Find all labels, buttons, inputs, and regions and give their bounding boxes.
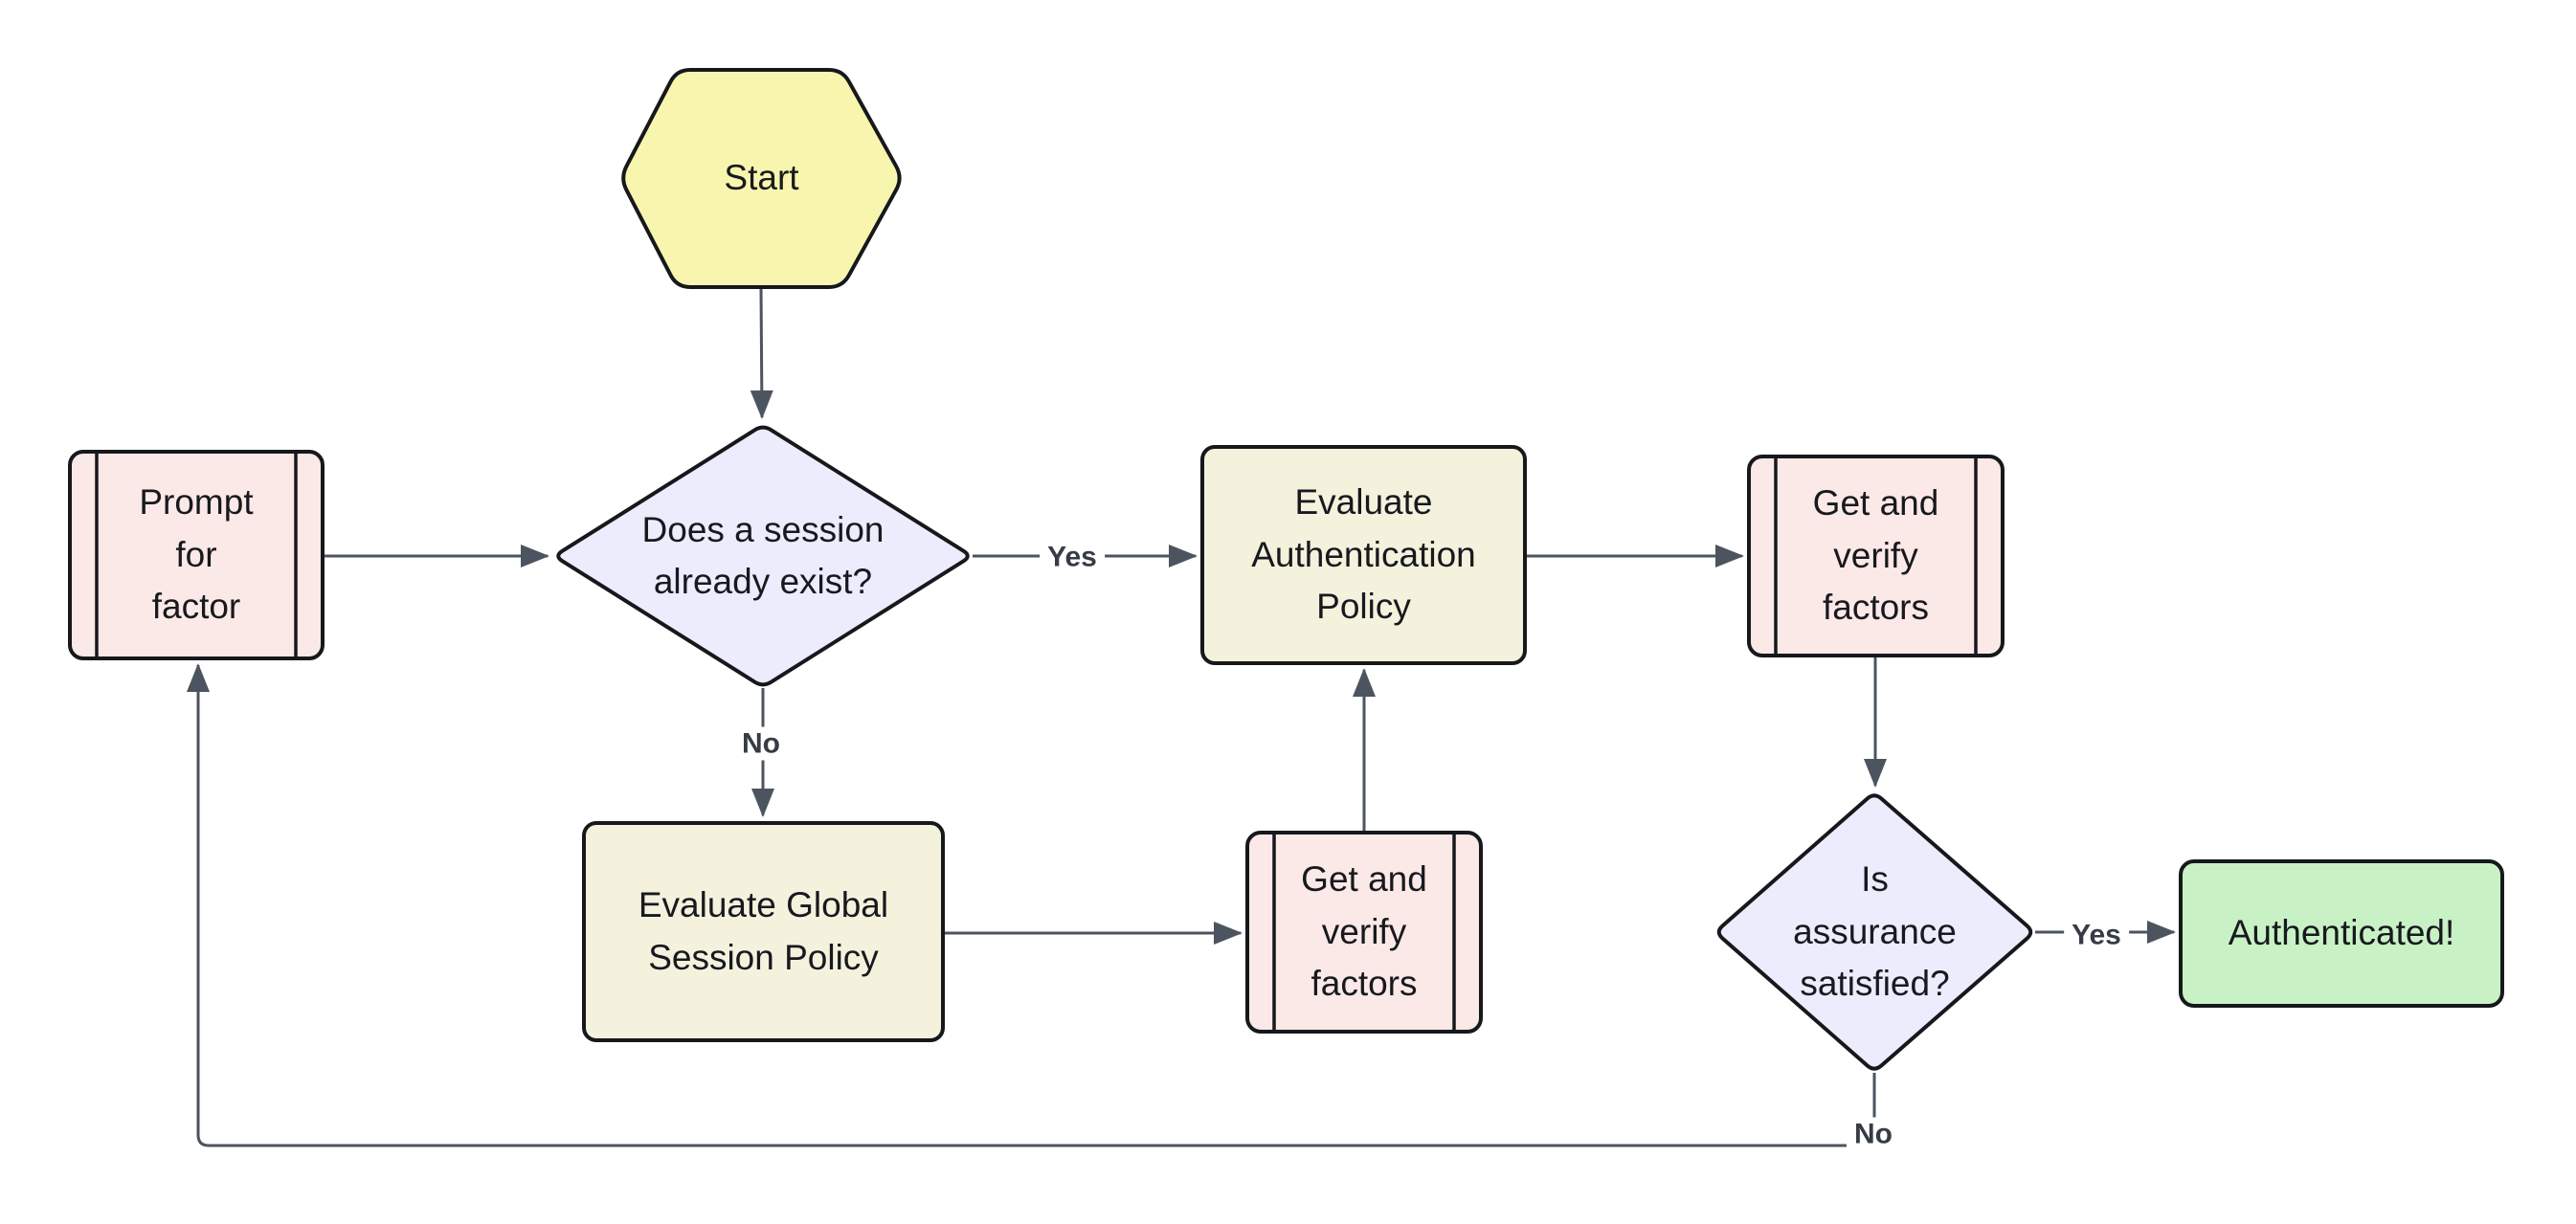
eval-global-node-shape [582,821,945,1042]
get-verify-top-node-shape [1747,455,2005,657]
assurance-check-node-shape [1716,793,2033,1071]
edge-start-to-session-check [750,288,773,419]
eval-auth-node-shape [1200,445,1527,665]
get-verify-mid-node-shape [1245,831,1483,1034]
edge-label-session-yes: Yes [1040,540,1105,574]
prompt-factor-node-shape [68,450,325,660]
authenticated-node-shape [2179,859,2504,1008]
edge-label-assurance-yes: Yes [2064,918,2129,952]
edge-label-session-no: No [734,726,788,761]
edge-label-assurance-no: No [1847,1117,1900,1151]
session-check-node-shape [556,425,970,687]
edge-assurance-check-no-to-prompt [187,663,1876,1147]
start-node-shape [621,68,902,289]
